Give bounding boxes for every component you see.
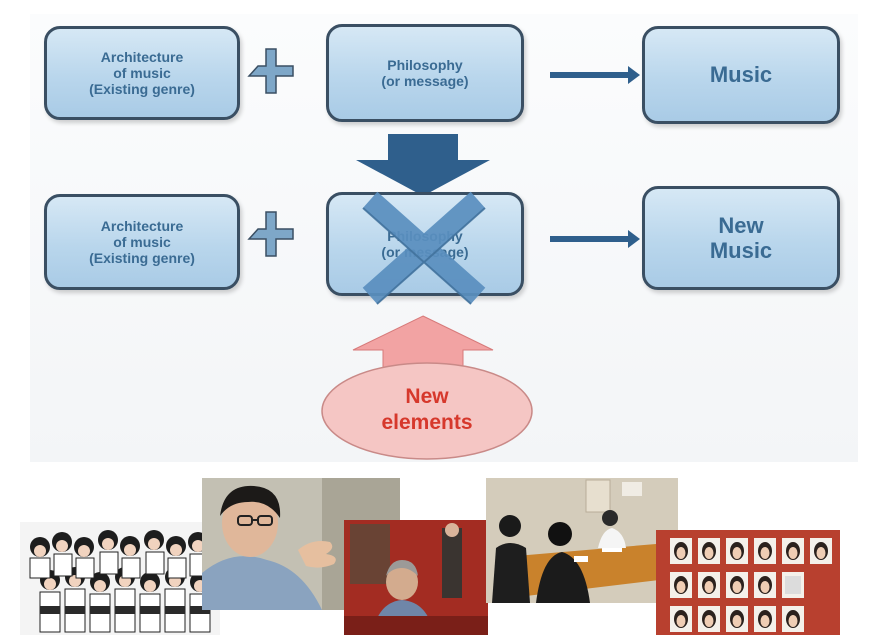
new-elements-label: New elements: [381, 385, 473, 435]
diagram-graphics: [247, 48, 640, 460]
photo-strip: [0, 462, 872, 635]
portrait-grid: [670, 538, 832, 632]
photo-man-seated-red-room: [344, 520, 488, 635]
box-philosophy-row1: Philosophy (or message): [326, 24, 524, 122]
arrow-right-row1: [550, 66, 640, 84]
new-elements-ellipse: [321, 362, 533, 460]
plus-sign-row2: [247, 211, 294, 257]
box-new-music: New Music: [642, 186, 840, 290]
plus-sign-row1: [247, 48, 294, 94]
photo-meeting-around-table: [486, 478, 678, 603]
arrow-down: [356, 134, 490, 196]
arrow-right-row2: [550, 230, 640, 248]
box-philosophy-row2: Philosophy (or message): [326, 192, 524, 296]
box-music: Music: [642, 26, 840, 124]
box-architecture-row2: Architecture of music (Existing genre): [44, 194, 240, 290]
concept-diagram: Architecture of music (Existing genre) P…: [30, 14, 858, 462]
box-architecture-row1: Architecture of music (Existing genre): [44, 26, 240, 120]
photo-group-of-performers: [20, 522, 220, 635]
photo-wall-of-portraits: [656, 530, 840, 635]
